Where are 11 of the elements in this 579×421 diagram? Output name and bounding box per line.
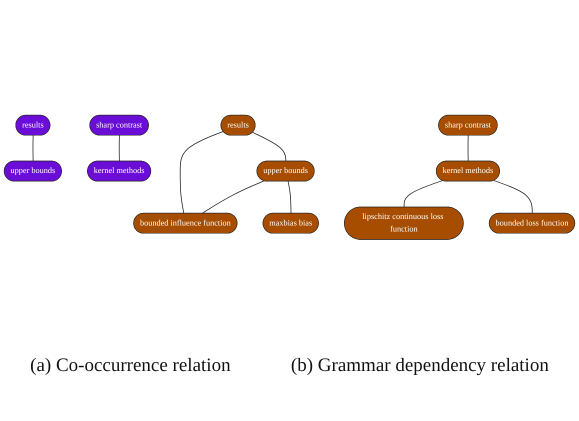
connector xyxy=(468,135,469,162)
connector xyxy=(118,135,120,162)
figure-caption: (b) Grammar dependency relation xyxy=(290,355,549,377)
connector xyxy=(288,181,292,214)
connector xyxy=(404,180,443,208)
connector xyxy=(32,135,34,162)
connector xyxy=(180,131,224,214)
connector xyxy=(494,180,533,214)
figure-caption: (a) Co-occurrence relation xyxy=(30,355,231,377)
connector xyxy=(252,132,286,162)
connector xyxy=(202,180,264,214)
